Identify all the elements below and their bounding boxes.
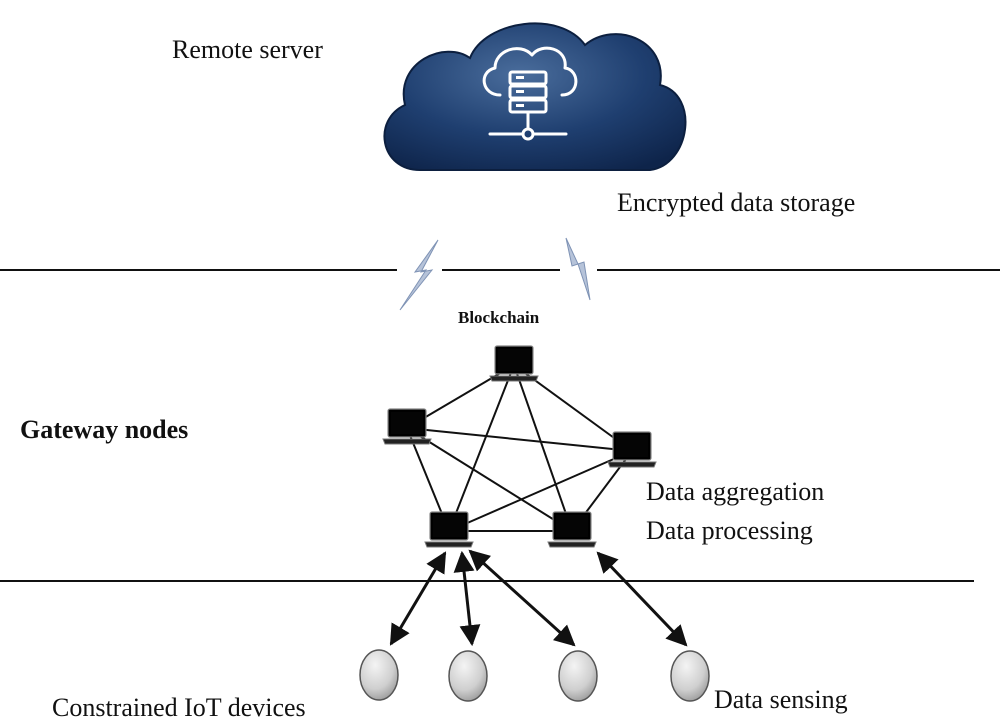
arrow-link bbox=[468, 549, 576, 647]
iot-device-icon bbox=[558, 650, 598, 702]
laptop-icon bbox=[424, 511, 474, 548]
server-icon bbox=[482, 46, 578, 141]
iot-device-icon bbox=[359, 649, 399, 701]
lightning-wireless-icon bbox=[565, 237, 591, 301]
arrow-link bbox=[453, 550, 481, 647]
laptop-icon bbox=[607, 431, 657, 468]
arrow-link bbox=[389, 551, 447, 646]
arrows bbox=[389, 549, 688, 647]
blockchain-label: Blockchain bbox=[458, 308, 540, 327]
laptop-icon bbox=[547, 511, 597, 548]
data-aggregation-label: Data aggregation bbox=[646, 477, 824, 506]
laptop-icon bbox=[382, 408, 432, 445]
constrained-iot-label: Constrained IoT devices bbox=[52, 693, 306, 722]
remote-server-label: Remote server bbox=[172, 35, 323, 64]
arrow-link bbox=[596, 551, 688, 647]
iot-device-icon bbox=[670, 650, 710, 702]
encrypted-storage-label: Encrypted data storage bbox=[617, 188, 855, 217]
laptop-icon bbox=[489, 345, 539, 382]
lightning-wireless-icon bbox=[399, 239, 439, 311]
cloud-server-icon bbox=[383, 22, 687, 171]
data-sensing-label: Data sensing bbox=[714, 685, 848, 714]
mesh-links bbox=[406, 364, 633, 532]
gateway-nodes-label: Gateway nodes bbox=[20, 415, 188, 444]
data-processing-label: Data processing bbox=[646, 516, 813, 545]
iot-device-icon bbox=[448, 650, 488, 702]
